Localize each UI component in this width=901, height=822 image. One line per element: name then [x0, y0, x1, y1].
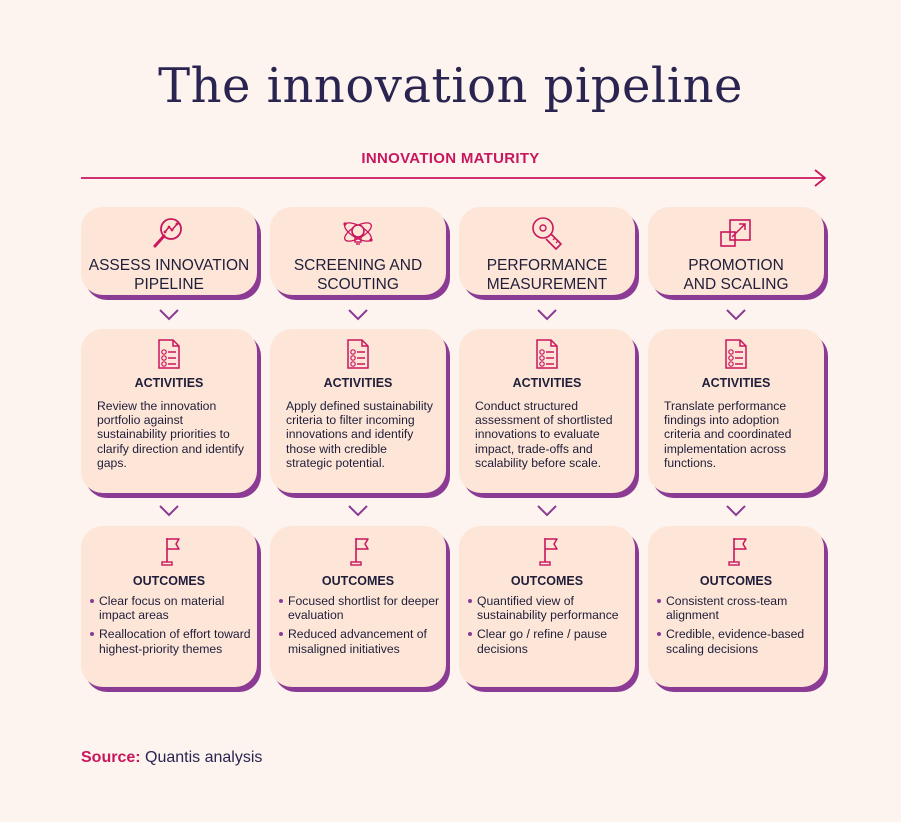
outcomes-heading: OUTCOMES	[132, 574, 206, 588]
chevron-down-icon	[159, 309, 179, 321]
source-note: Source: Quantis analysis	[81, 749, 262, 767]
chevron-down-icon	[348, 309, 368, 321]
maturity-label: INNOVATION MATURITY	[361, 150, 540, 167]
outcomes-card: OUTCOMES Consistent cross-team alignment…	[648, 526, 824, 687]
maturity-arrow	[81, 169, 826, 187]
list-item: Focused shortlist for deeper evaluation	[278, 594, 440, 622]
activities-card: ACTIVITIES Translate performance finding…	[648, 329, 824, 493]
outcomes-list: Consistent cross-team alignment Credible…	[656, 594, 818, 661]
scale-up-icon	[720, 219, 751, 247]
activity-description: Review the innovation portfolio against …	[97, 399, 244, 470]
flag-icon	[728, 538, 747, 566]
chevron-down-icon	[348, 505, 368, 517]
magnifier-chart-icon	[153, 218, 182, 248]
activity-description: Conduct structured assessment of shortli…	[475, 399, 613, 470]
list-item: Clear focus on material impact areas	[89, 594, 251, 622]
list-item: Consistent cross-team alignment	[656, 594, 818, 622]
measuring-tape-icon	[532, 217, 562, 250]
flag-icon	[161, 538, 180, 566]
chevron-down-icon	[537, 309, 557, 321]
lightbulb-orbit-icon	[343, 222, 373, 245]
outcomes-list: Quantified view of sustainability perfor…	[467, 594, 629, 661]
list-item: Credible, evidence-based scaling decisio…	[656, 627, 818, 656]
activities-heading: ACTIVITIES	[134, 376, 204, 390]
chevron-down-icon	[537, 505, 557, 517]
source-text: Quantis analysis	[140, 749, 263, 766]
list-item: Quantified view of sustainability perfor…	[467, 594, 629, 622]
chevron-down-icon	[159, 505, 179, 517]
outcomes-heading: OUTCOMES	[321, 574, 395, 588]
outcomes-card: OUTCOMES Focused shortlist for deeper ev…	[270, 526, 446, 687]
outcomes-card: OUTCOMES Clear focus on material impact …	[81, 526, 257, 687]
activities-heading: ACTIVITIES	[701, 376, 771, 390]
activities-heading: ACTIVITIES	[512, 376, 582, 390]
list-item: Reallocation of effort toward highest-pr…	[89, 627, 251, 656]
chevron-down-icon	[726, 505, 746, 517]
activities-card: ACTIVITIES Apply defined sustainability …	[270, 329, 446, 493]
outcomes-list: Focused shortlist for deeper evaluation …	[278, 594, 440, 661]
flag-icon	[350, 538, 369, 566]
outcomes-heading: OUTCOMES	[510, 574, 584, 588]
flag-icon	[539, 538, 558, 566]
activity-description: Translate performance findings into adop…	[664, 399, 792, 470]
page-title: The innovation pipeline	[158, 58, 743, 114]
checklist-document-icon	[536, 339, 558, 369]
outcomes-list: Clear focus on material impact areas Rea…	[89, 594, 251, 661]
outcomes-card: OUTCOMES Quantified view of sustainabili…	[459, 526, 635, 687]
list-item: Reduced advancement of misaligned initia…	[278, 627, 440, 656]
activities-card: ACTIVITIES Review the innovation portfol…	[81, 329, 257, 493]
list-item: Clear go / refine / pause decisions	[467, 627, 629, 656]
source-label: Source:	[81, 749, 141, 766]
activities-card: ACTIVITIES Conduct structured assessment…	[459, 329, 635, 493]
activities-heading: ACTIVITIES	[323, 376, 393, 390]
checklist-document-icon	[725, 339, 747, 369]
chevron-down-icon	[726, 309, 746, 321]
checklist-document-icon	[347, 339, 369, 369]
outcomes-heading: OUTCOMES	[699, 574, 773, 588]
checklist-document-icon	[158, 339, 180, 369]
activity-description: Apply defined sustainability criteria to…	[286, 399, 434, 470]
